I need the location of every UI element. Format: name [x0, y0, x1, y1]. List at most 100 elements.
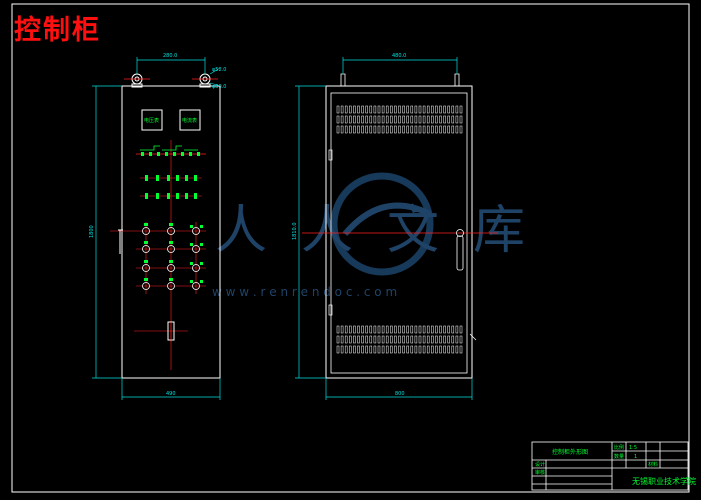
louver-slot — [394, 325, 397, 334]
control-knob-grid — [110, 222, 206, 294]
louver-slot — [451, 335, 455, 344]
side-bottom-dimension — [325, 378, 473, 400]
louver-slot — [394, 105, 397, 114]
louver-slot — [340, 105, 344, 114]
louver-slot — [365, 325, 368, 334]
louver-slot — [390, 335, 393, 344]
louver-slot — [398, 115, 401, 124]
side-height-dimension — [295, 85, 326, 379]
louver-slot — [377, 125, 381, 134]
tb-checker-label: 审核 — [535, 469, 545, 476]
louver-slot — [365, 125, 368, 134]
louver-slot — [340, 115, 344, 124]
watermark-circle — [330, 172, 434, 276]
louver-slot — [455, 345, 459, 354]
louver-slot — [402, 105, 405, 114]
louver-slot — [435, 105, 438, 114]
louver-slot — [439, 325, 442, 334]
louver-slot — [422, 345, 426, 354]
louver-slot — [451, 115, 455, 124]
louver-slot — [435, 325, 438, 334]
ventilation-louvers — [336, 105, 463, 354]
front-view: φ52.0 φ30.0 280.0 1800 — [89, 53, 226, 400]
louver-slot — [455, 105, 459, 114]
side-leader — [469, 333, 477, 341]
front-cabinet-outline — [121, 85, 221, 379]
louver-slot — [447, 325, 450, 334]
louver-slot — [365, 105, 368, 114]
eye-bolt-dim-2: φ30.0 — [212, 84, 226, 90]
title-block: 控制柜外形图 比例 1:5 数量 1 设计 审核 材料 无锡职业技术学院 — [531, 441, 696, 491]
louver-slot — [349, 345, 352, 354]
louver-slot — [336, 325, 340, 334]
louver-slot — [414, 335, 418, 344]
louver-slot — [439, 125, 442, 134]
louver-slot — [435, 345, 438, 354]
louver-slot — [406, 345, 409, 354]
louver-slot — [410, 325, 414, 334]
louver-slot — [344, 325, 348, 334]
front-door-handle — [118, 229, 123, 254]
louver-slot — [357, 325, 360, 334]
louver-slot — [390, 115, 393, 124]
tb-qty-label: 数量 — [614, 453, 624, 460]
watermark-text: 人人文库 — [215, 201, 559, 261]
louver-slot — [385, 325, 389, 334]
louver-slot — [357, 105, 360, 114]
louver-slot — [418, 115, 422, 124]
louver-slot — [443, 125, 446, 134]
louver-slot — [414, 325, 418, 334]
louver-slot — [431, 115, 434, 124]
louver-slot — [426, 335, 430, 344]
indicator-row-1 — [140, 175, 202, 181]
hinge-top — [328, 149, 333, 161]
louver-slot — [369, 325, 373, 334]
louver-slot — [398, 125, 401, 134]
front-bottom-dim-text: 490 — [166, 391, 176, 397]
louver-slot — [361, 105, 364, 114]
louver-slot — [410, 125, 414, 134]
tb-scale-value: 1:5 — [629, 445, 637, 451]
front-height-dimension — [92, 85, 122, 379]
louver-slot — [406, 335, 409, 344]
louver-slot — [459, 105, 463, 114]
louver-slot — [340, 325, 344, 334]
louver-slot — [398, 325, 401, 334]
louver-slot — [439, 335, 442, 344]
louver-slot — [377, 345, 381, 354]
louver-slot — [353, 105, 356, 114]
louver-slot — [418, 105, 422, 114]
louver-slot — [459, 325, 463, 334]
voltmeter — [141, 109, 163, 131]
louver-slot — [394, 345, 397, 354]
louver-slot — [377, 115, 381, 124]
louver-slot — [439, 115, 442, 124]
sheet-border — [11, 3, 690, 493]
louver-slot — [439, 345, 442, 354]
eye-bolt-left — [124, 73, 150, 88]
louver-slot — [406, 105, 409, 114]
louver-slot — [447, 335, 450, 344]
louver-slot — [431, 335, 434, 344]
louver-slot — [451, 345, 455, 354]
louver-slot — [451, 125, 455, 134]
louver-slot — [336, 345, 340, 354]
louver-slot — [381, 345, 385, 354]
louver-slot — [373, 325, 377, 334]
louver-slot — [353, 125, 356, 134]
louver-slot — [394, 335, 397, 344]
voltmeter-label: 电压表 — [144, 117, 159, 124]
louver-slot — [381, 125, 385, 134]
louver-slot — [365, 335, 368, 344]
louver-slot — [344, 345, 348, 354]
louver-slot — [406, 125, 409, 134]
louver-slot — [361, 115, 364, 124]
louver-slot — [402, 335, 405, 344]
side-top-dimension — [342, 57, 458, 74]
ammeter-label: 电流表 — [182, 117, 197, 124]
front-bottom-dimension — [121, 378, 221, 400]
louver-slot — [431, 345, 434, 354]
louver-slot — [373, 125, 377, 134]
